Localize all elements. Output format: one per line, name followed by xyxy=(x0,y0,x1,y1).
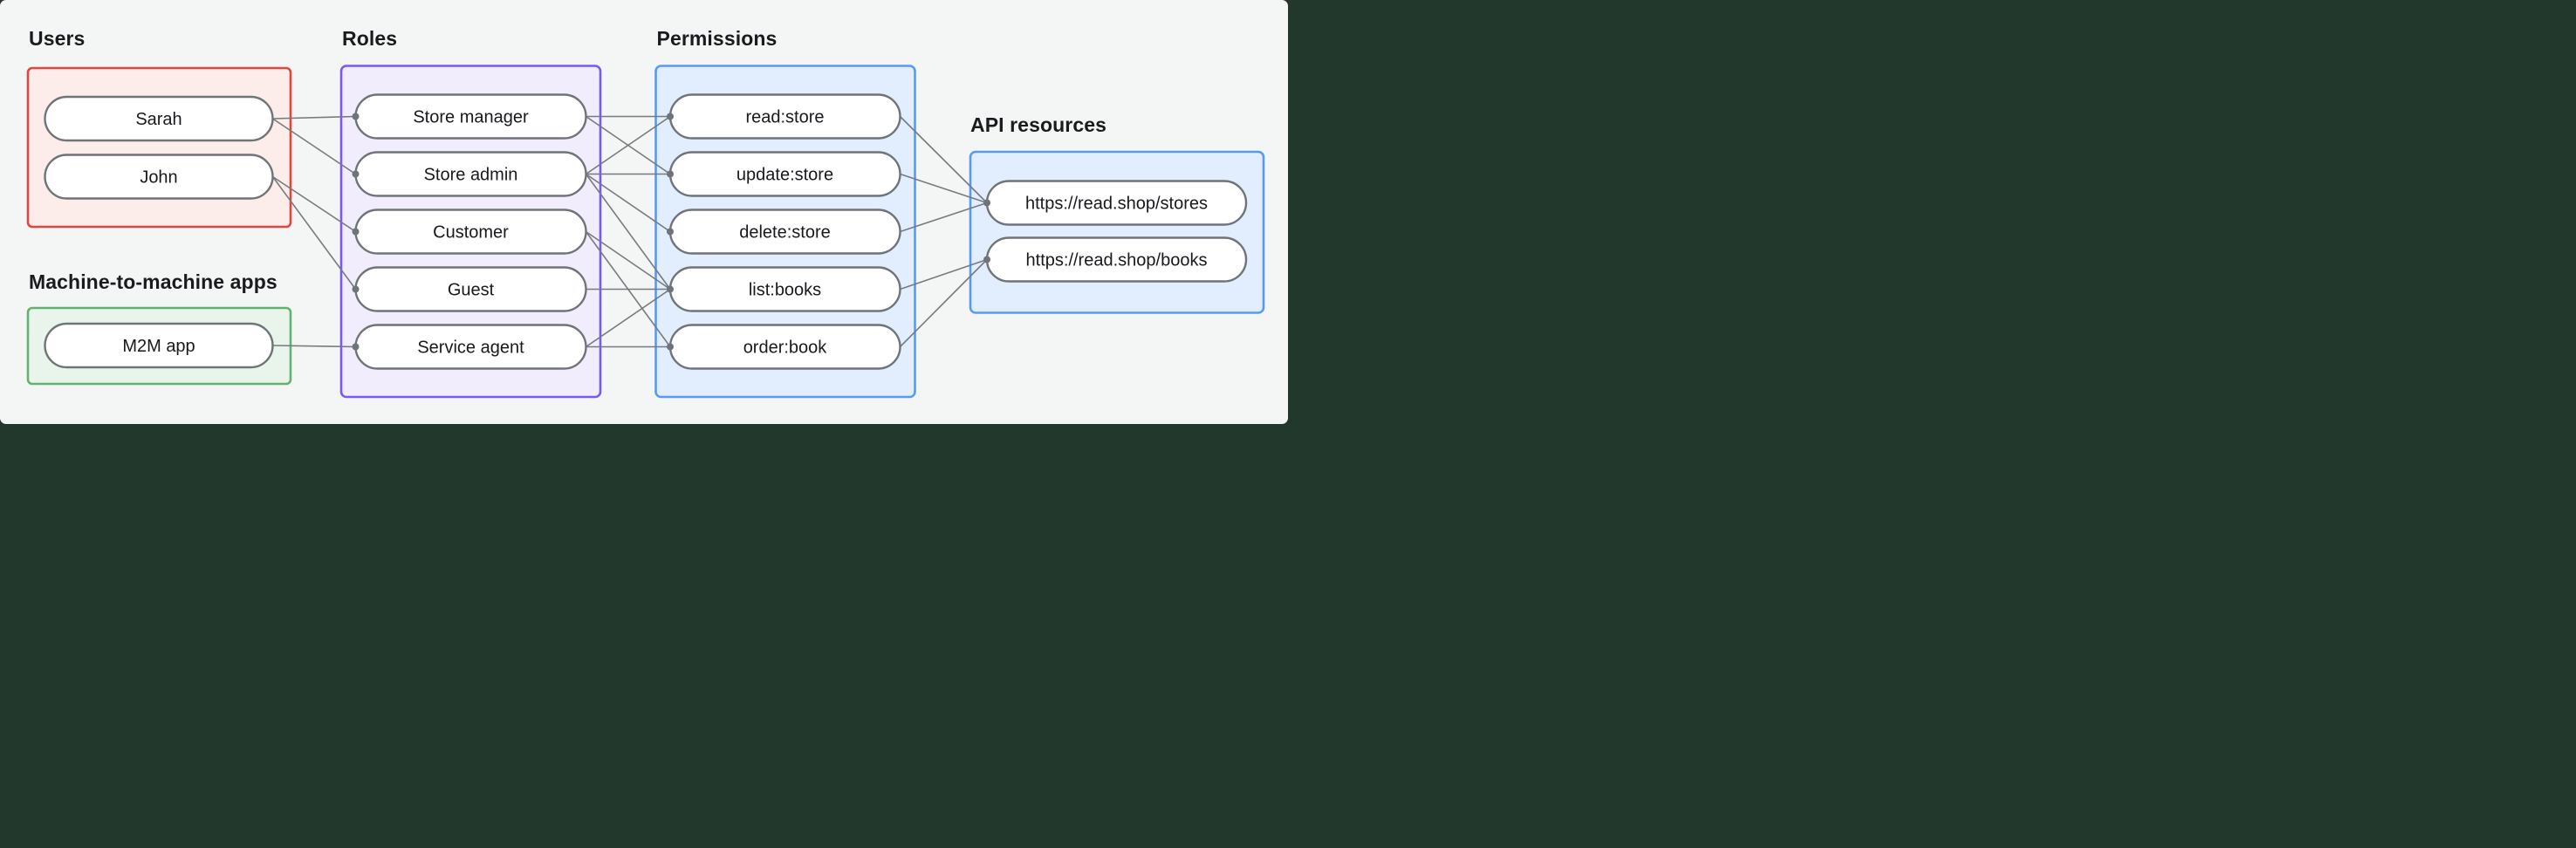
connector-dot-stores_resource xyxy=(983,199,990,207)
node-delete-store-label: delete:store xyxy=(739,223,831,243)
edge-store_admin-list_books xyxy=(585,174,671,290)
node-customer-label: Customer xyxy=(433,223,509,243)
node-read-store-label: read:store xyxy=(745,108,824,127)
node-john: John xyxy=(44,154,274,200)
node-service-agent: Service agent xyxy=(354,324,587,370)
node-stores-resource-label: https://read.shop/stores xyxy=(1025,195,1208,214)
roles-group-label: Roles xyxy=(342,27,397,50)
node-books-resource: https://read.shop/books xyxy=(985,236,1248,283)
edge-john-guest xyxy=(271,176,357,290)
node-delete-store: delete:store xyxy=(668,209,901,255)
edge-service_agent-list_books xyxy=(586,288,671,348)
edge-list_books-books_resource xyxy=(900,258,988,291)
diagram-canvas: Users Machine-to-machine apps Roles Perm… xyxy=(0,0,1288,424)
node-service-agent-label: Service agent xyxy=(417,339,524,358)
connector-dots xyxy=(352,113,990,351)
node-m2m-app-label: M2M app xyxy=(122,337,195,356)
edge-sarah-store_admin xyxy=(272,118,356,175)
connector-dot-customer xyxy=(352,228,360,236)
node-m2m-app: M2M app xyxy=(44,322,274,369)
connector-dot-service_agent xyxy=(352,343,360,351)
m2m-apps-group-label: Machine-to-machine apps xyxy=(29,270,277,293)
node-guest: Guest xyxy=(354,266,587,312)
node-read-store: read:store xyxy=(668,93,901,140)
connector-dot-read_store xyxy=(667,113,674,120)
connector-dot-update_store xyxy=(667,170,674,178)
node-store-admin: Store admin xyxy=(354,151,587,197)
connector-dot-delete_store xyxy=(667,228,674,236)
rbac-diagram: Users Machine-to-machine apps Roles Perm… xyxy=(26,27,1265,399)
edge-order_book-books_resource xyxy=(899,258,988,348)
api-resources-group-label: API resources xyxy=(970,113,1106,136)
edge-sarah-store_manager xyxy=(272,115,356,120)
edge-m2m_app-service_agent xyxy=(272,345,356,348)
edge-store_admin-delete_store xyxy=(586,173,671,233)
permissions-group-label: Permissions xyxy=(657,27,778,50)
node-store-manager-label: Store manager xyxy=(413,108,529,127)
connector-dot-list_books xyxy=(667,285,674,293)
edge-store_admin-read_store xyxy=(586,115,671,175)
edge-update_store-stores_resource xyxy=(900,173,988,204)
connector-dot-books_resource xyxy=(983,256,990,263)
connector-dot-store_manager xyxy=(352,113,360,120)
connector-dot-guest xyxy=(352,285,360,293)
node-guest-label: Guest xyxy=(448,281,495,300)
node-store-admin-label: Store admin xyxy=(424,166,518,185)
connector-dot-store_admin xyxy=(352,170,360,178)
node-order-book: order:book xyxy=(668,324,901,370)
edge-customer-list_books xyxy=(586,230,671,291)
node-john-label: John xyxy=(140,168,177,188)
node-sarah-label: Sarah xyxy=(135,110,182,129)
connector-edges xyxy=(271,115,988,348)
node-order-book-label: order:book xyxy=(743,339,828,358)
connector-dot-order_book xyxy=(667,343,674,351)
edge-delete_store-stores_resource xyxy=(900,202,988,233)
node-books-resource-label: https://read.shop/books xyxy=(1026,251,1208,270)
node-update-store: update:store xyxy=(668,151,901,197)
node-list-books-label: list:books xyxy=(749,281,821,300)
edge-read_store-stores_resource xyxy=(899,115,988,204)
node-customer: Customer xyxy=(354,209,587,255)
users-group-box xyxy=(26,66,292,229)
users-group-label: Users xyxy=(29,27,85,50)
node-update-store-label: update:store xyxy=(736,166,833,185)
edge-john-customer xyxy=(272,175,356,233)
node-list-books: list:books xyxy=(668,266,901,312)
node-store-manager: Store manager xyxy=(354,93,587,140)
node-sarah: Sarah xyxy=(44,95,274,142)
node-stores-resource: https://read.shop/stores xyxy=(985,180,1248,226)
api-resources-group-box xyxy=(969,150,1265,314)
